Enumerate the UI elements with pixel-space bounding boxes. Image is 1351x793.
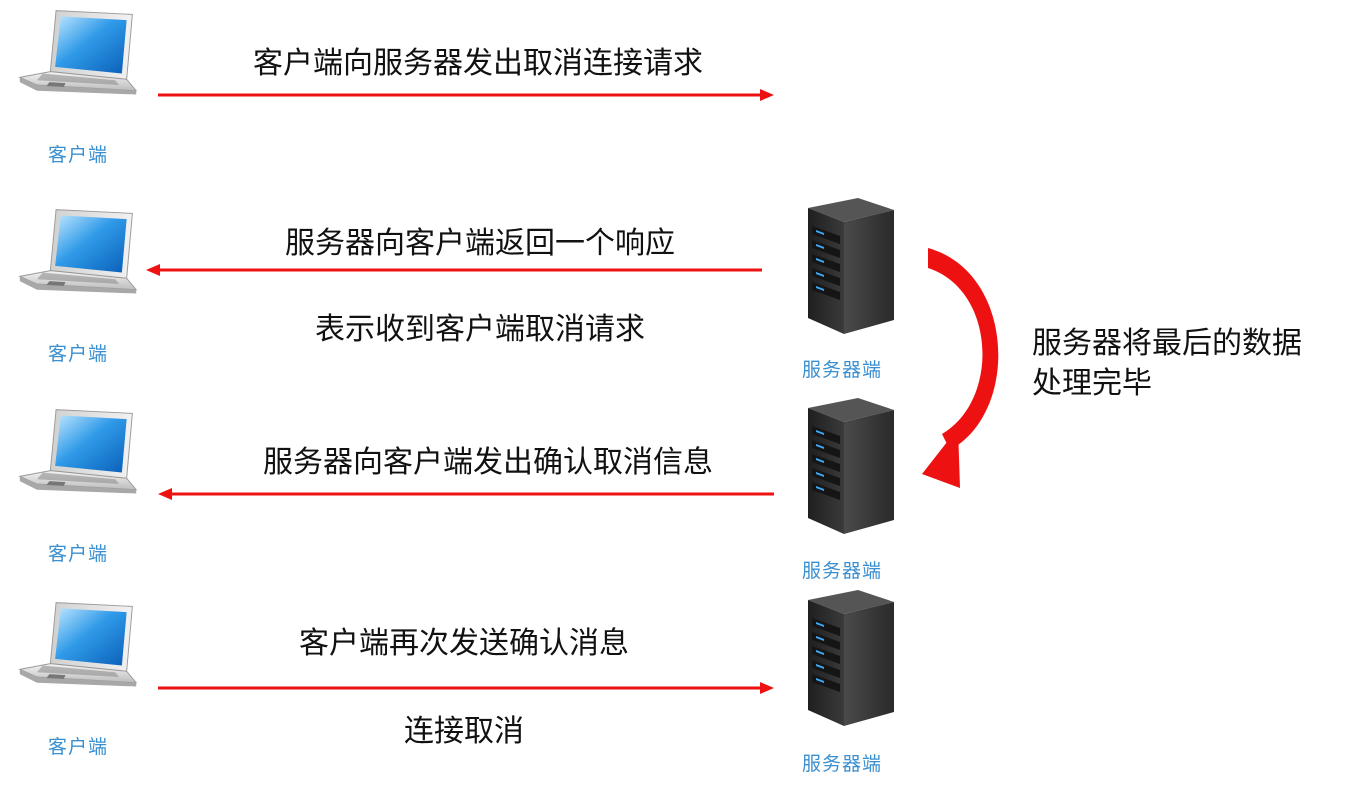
server-icon xyxy=(798,588,898,728)
step-1-message: 客户端向服务器发出取消连接请求 xyxy=(253,46,703,81)
server-label: 服务器端 xyxy=(801,359,882,381)
step-2-message: 服务器向客户端返回一个响应 xyxy=(285,226,675,261)
curved-process-arrow xyxy=(922,248,999,488)
step-2-note: 表示收到客户端取消请求 xyxy=(315,312,645,347)
laptop-icon xyxy=(16,407,140,499)
laptop-icon xyxy=(16,8,140,100)
client-label: 客户端 xyxy=(47,144,108,166)
arrow-right-step-1 xyxy=(158,89,774,101)
laptop-icon xyxy=(16,600,140,692)
arrow-left-step-3 xyxy=(158,488,774,500)
server-process-note-line-1: 服务器将最后的数据 xyxy=(1032,326,1302,361)
client-label: 客户端 xyxy=(47,343,108,365)
server-label: 服务器端 xyxy=(801,753,882,775)
arrow-left-step-2 xyxy=(146,264,762,276)
step-3-message: 服务器向客户端发出确认取消信息 xyxy=(263,445,713,480)
arrow-right-step-4 xyxy=(158,682,774,694)
step-4-note: 连接取消 xyxy=(404,714,524,749)
server-icon xyxy=(798,196,898,336)
server-icon xyxy=(798,396,898,536)
laptop-icon xyxy=(16,207,140,299)
server-process-note-line-2: 处理完毕 xyxy=(1032,366,1152,401)
step-4-message: 客户端再次发送确认消息 xyxy=(299,626,629,661)
client-label: 客户端 xyxy=(47,736,108,758)
client-label: 客户端 xyxy=(47,543,108,565)
server-label: 服务器端 xyxy=(801,560,882,582)
